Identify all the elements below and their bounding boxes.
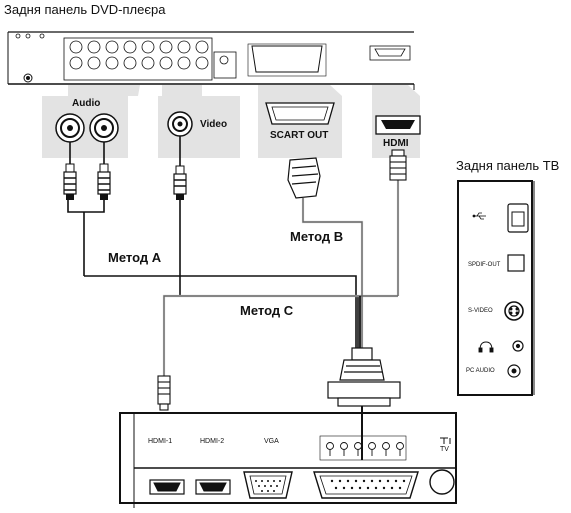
- rca-plug-audio-left: [63, 163, 77, 200]
- rca-row-small: [326, 442, 404, 456]
- headphone-icon: [478, 341, 494, 353]
- tv-bottom-panel: [119, 412, 457, 508]
- video-jack: [167, 111, 193, 137]
- method-b-label: Метод B: [290, 229, 344, 244]
- vga-label: VGA: [264, 438, 279, 445]
- scart-adapter: [327, 347, 401, 460]
- vga-pins: [255, 480, 281, 492]
- hdmi-plug-top: [389, 149, 407, 181]
- video-label: Video: [200, 119, 228, 130]
- s-video-label: S-VIDEO: [468, 308, 493, 314]
- dsub-pins: [330, 479, 406, 490]
- audio-jack-left: [55, 113, 85, 143]
- dvd-panel-title: Задня панель DVD-плеєра: [4, 2, 166, 17]
- scart-plug: [287, 157, 321, 199]
- method-c-label: Метод C: [240, 303, 294, 318]
- cable-scart-line: [302, 198, 363, 350]
- hdmi1-label: HDMI-1: [148, 438, 173, 445]
- hdmi-plug-bottom: [157, 375, 171, 411]
- cable-hdmi-line: [163, 180, 399, 378]
- method-a-label: Метод A: [108, 250, 162, 265]
- video-callout-bg: [158, 85, 240, 158]
- audio-jack-right: [89, 113, 119, 143]
- tv-side-panel: [457, 180, 535, 396]
- hdmi-port: [375, 115, 421, 135]
- antenna-icon: [440, 437, 451, 444]
- rca-plug-video: [173, 165, 187, 200]
- usb-icon: [472, 212, 486, 220]
- dvd-rca-jacks: [69, 40, 229, 70]
- rca-plug-audio-right: [97, 163, 111, 200]
- scart-port: [265, 102, 335, 125]
- tv-label: TV: [440, 446, 449, 453]
- hdmi2-label: HDMI-2: [200, 438, 225, 445]
- tv-panel-title: Задня панель ТВ: [456, 158, 560, 173]
- hdmi-label: HDMI: [383, 138, 409, 149]
- scart-out-label: SCART OUT: [270, 130, 329, 141]
- dvd-rear-panel: [7, 31, 415, 90]
- pc-audio-label: PC AUDIO: [466, 368, 495, 374]
- spdif-out-label: SPDIF-OUT: [468, 262, 501, 268]
- audio-label: Audio: [72, 98, 101, 109]
